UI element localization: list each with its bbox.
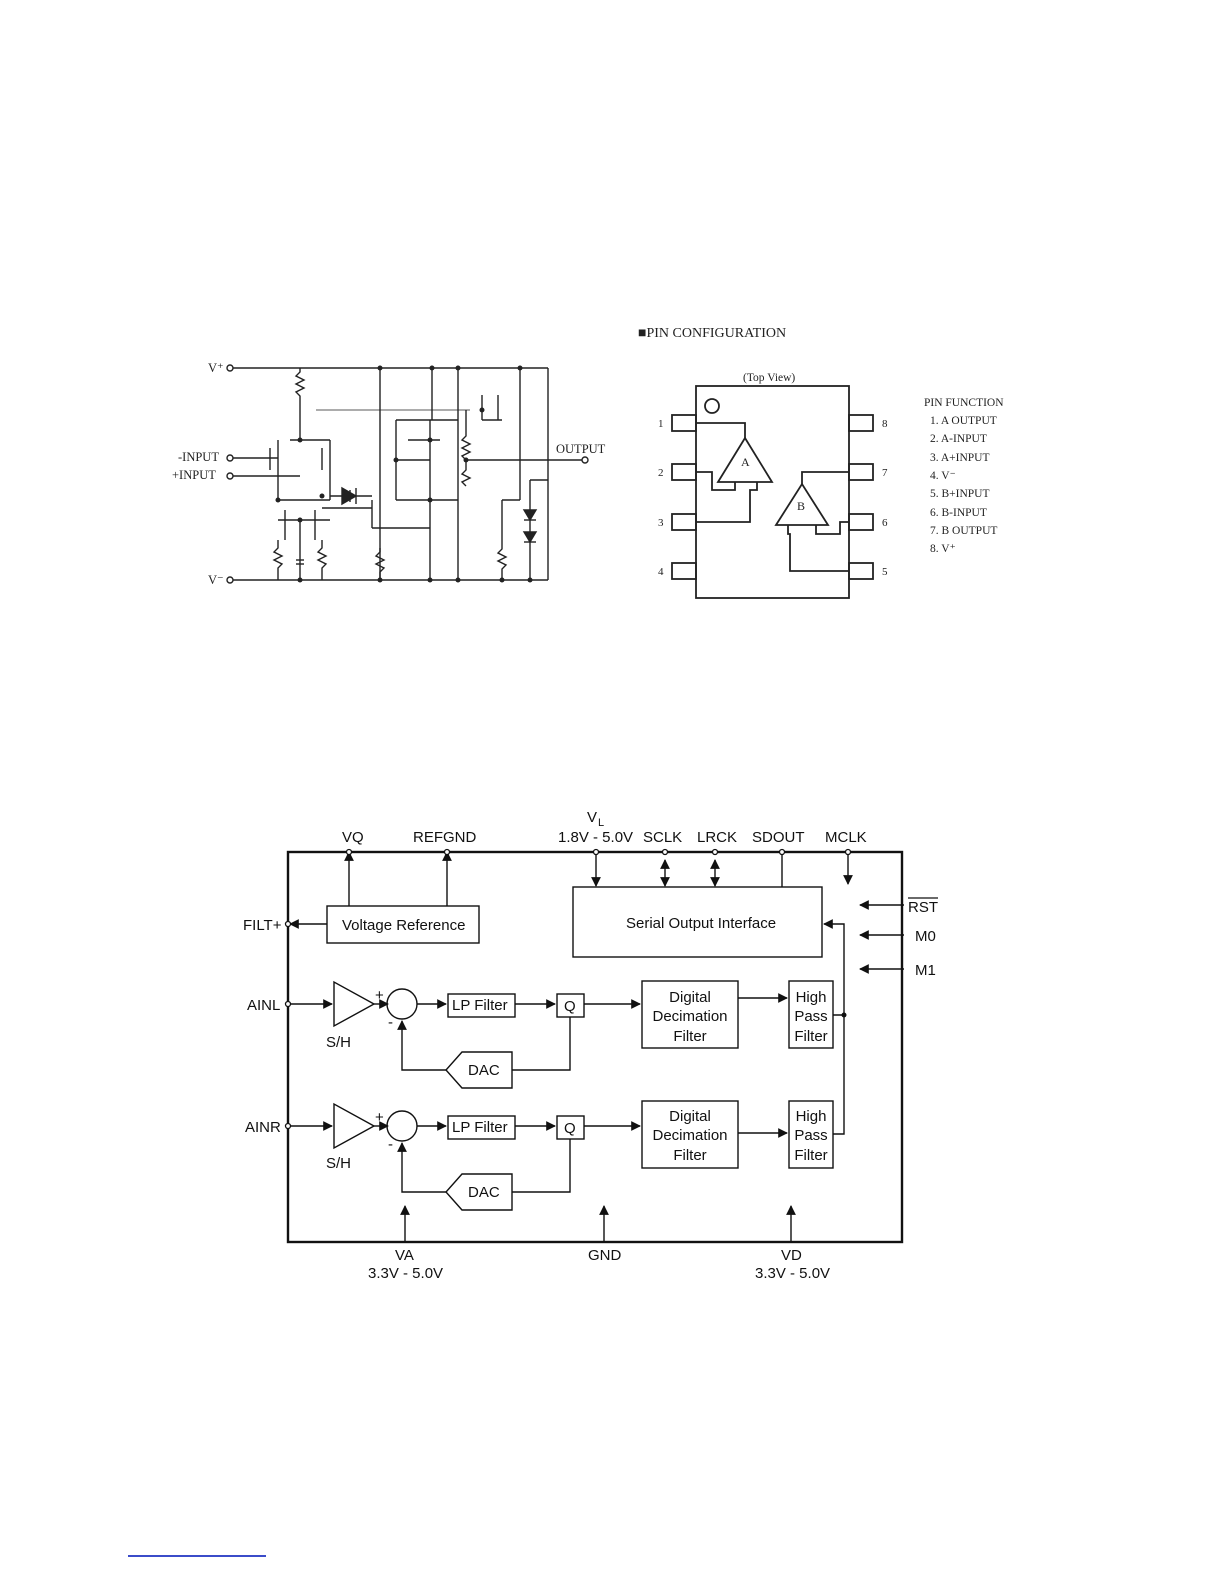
sh-right-label: S/H bbox=[326, 1155, 351, 1172]
pin-function-item: 8. V⁺ bbox=[930, 543, 956, 555]
pin-number-left-4: 4 bbox=[658, 566, 664, 578]
lp-filter-right bbox=[447, 1115, 516, 1140]
minus-left: - bbox=[388, 1014, 393, 1031]
pin-refgnd: REFGND bbox=[413, 829, 477, 846]
hpf-right-line1: High bbox=[796, 1108, 827, 1125]
dac-right-label: DAC bbox=[468, 1184, 500, 1201]
pin-number-right-8: 8 bbox=[882, 418, 888, 430]
pin-number-left-2: 2 bbox=[658, 467, 664, 479]
pin-va: VA bbox=[395, 1247, 414, 1264]
vminus-label: V⁻ bbox=[208, 573, 224, 587]
pin1-marker bbox=[704, 398, 720, 414]
decimation-filter-left bbox=[641, 980, 739, 1049]
decimation-filter-right bbox=[641, 1100, 739, 1169]
sh-left-label: S/H bbox=[326, 1034, 351, 1051]
pin-vd-range: 3.3V - 5.0V bbox=[755, 1265, 830, 1282]
high-pass-filter-left bbox=[788, 980, 834, 1049]
footer-link-underline[interactable] bbox=[128, 1555, 266, 1557]
pin-vl-subscript: L bbox=[598, 817, 604, 829]
amp-a-symbol bbox=[716, 436, 774, 483]
pin-function-item: 5. B+INPUT bbox=[930, 488, 990, 500]
voltage-reference-label: Voltage Reference bbox=[342, 917, 465, 934]
pin-number-left-3: 3 bbox=[658, 517, 664, 529]
pin-number-right-5: 5 bbox=[882, 566, 888, 578]
adc-block-diagram: VQ REFGND V L 1.8V - 5.0V SCLK LRCK SDOU… bbox=[243, 809, 938, 1282]
top-view-label: (Top View) bbox=[743, 372, 795, 384]
serial-output-interface-block bbox=[572, 886, 823, 958]
pin-function-item: 4. V⁻ bbox=[930, 470, 956, 482]
ddf-right-line2: Decimation bbox=[652, 1127, 727, 1144]
pin-function-list: PIN FUNCTION 1. A OUTPUT 2. A-INPUT 3. A… bbox=[924, 397, 1004, 555]
q-left-label: Q bbox=[564, 998, 576, 1015]
pin-m1: M1 bbox=[915, 962, 936, 979]
pin-function-item: 7. B OUTPUT bbox=[930, 525, 997, 537]
hpf-left-line3: Filter bbox=[794, 1028, 827, 1045]
pin-ainr: AINR bbox=[245, 1119, 281, 1136]
pin-function-title: PIN FUNCTION bbox=[924, 397, 1004, 409]
plus-input-label: +INPUT bbox=[172, 468, 216, 482]
minus-input-label: -INPUT bbox=[178, 450, 219, 464]
minus-right: - bbox=[388, 1136, 393, 1153]
pin-number-right-7: 7 bbox=[882, 467, 888, 479]
plus-left: + bbox=[375, 987, 384, 1004]
hpf-left-line2: Pass bbox=[794, 1008, 827, 1025]
hpf-right-line3: Filter bbox=[794, 1147, 827, 1164]
pin-number-left-1: 1 bbox=[658, 418, 664, 430]
pin-vd: VD bbox=[781, 1247, 802, 1264]
plus-right: + bbox=[375, 1109, 384, 1126]
ddf-left-line3: Filter bbox=[673, 1028, 706, 1045]
pin-vl: V bbox=[587, 809, 597, 826]
pin-vl-range: 1.8V - 5.0V bbox=[558, 829, 633, 846]
pin-sdout: SDOUT bbox=[752, 829, 805, 846]
pin-configuration: ■PIN CONFIGURATION (Top View) bbox=[638, 326, 1004, 599]
lp-filter-right-label: LP Filter bbox=[452, 1119, 508, 1136]
amp-b-symbol bbox=[774, 482, 830, 526]
high-pass-filter-right bbox=[788, 1100, 834, 1169]
opamp-schematic bbox=[226, 364, 589, 584]
ic-package bbox=[695, 385, 850, 599]
chip-outline bbox=[286, 850, 904, 1244]
vplus-label: V⁺ bbox=[208, 361, 224, 375]
pin-function-item: 2. A-INPUT bbox=[930, 433, 987, 445]
sh-amplifier-left bbox=[333, 980, 376, 1028]
pin-function-item: 1. A OUTPUT bbox=[930, 415, 997, 427]
pin-mclk: MCLK bbox=[825, 829, 867, 846]
pin-number-right-6: 6 bbox=[882, 517, 888, 529]
pin-lrck: LRCK bbox=[697, 829, 737, 846]
serial-output-label: Serial Output Interface bbox=[626, 915, 776, 932]
ddf-right-line3: Filter bbox=[673, 1147, 706, 1164]
schematic-labels: V⁺ V⁻ -INPUT +INPUT OUTPUT bbox=[172, 361, 606, 587]
pin-va-range: 3.3V - 5.0V bbox=[368, 1265, 443, 1282]
ddf-left-line1: Digital bbox=[669, 989, 711, 1006]
hpf-left-line1: High bbox=[796, 989, 827, 1006]
ddf-right-line1: Digital bbox=[669, 1108, 711, 1125]
hpf-right-line2: Pass bbox=[794, 1127, 827, 1144]
lp-filter-left-label: LP Filter bbox=[452, 997, 508, 1014]
output-label: OUTPUT bbox=[556, 442, 606, 456]
sh-amplifier-right bbox=[333, 1102, 376, 1150]
pin-sclk: SCLK bbox=[643, 829, 682, 846]
ddf-left-line2: Decimation bbox=[652, 1008, 727, 1025]
q-right-label: Q bbox=[564, 1120, 576, 1137]
pin-m0: M0 bbox=[915, 928, 936, 945]
pin-ainl: AINL bbox=[247, 997, 280, 1014]
pin-filt: FILT+ bbox=[243, 917, 282, 934]
pin-config-heading: ■PIN CONFIGURATION bbox=[638, 326, 786, 341]
lp-filter-left bbox=[447, 993, 516, 1018]
dac-right bbox=[445, 1173, 513, 1211]
pin-vq: VQ bbox=[342, 829, 364, 846]
amp-b-label: B bbox=[797, 499, 805, 513]
pin-function-item: 6. B-INPUT bbox=[930, 507, 987, 519]
pin-rst: RST bbox=[908, 899, 938, 916]
dac-left bbox=[445, 1051, 513, 1089]
pin-gnd: GND bbox=[588, 1247, 622, 1264]
dac-left-label: DAC bbox=[468, 1062, 500, 1079]
pin-function-item: 3. A+INPUT bbox=[930, 452, 990, 464]
amp-a-label: A bbox=[741, 455, 750, 469]
